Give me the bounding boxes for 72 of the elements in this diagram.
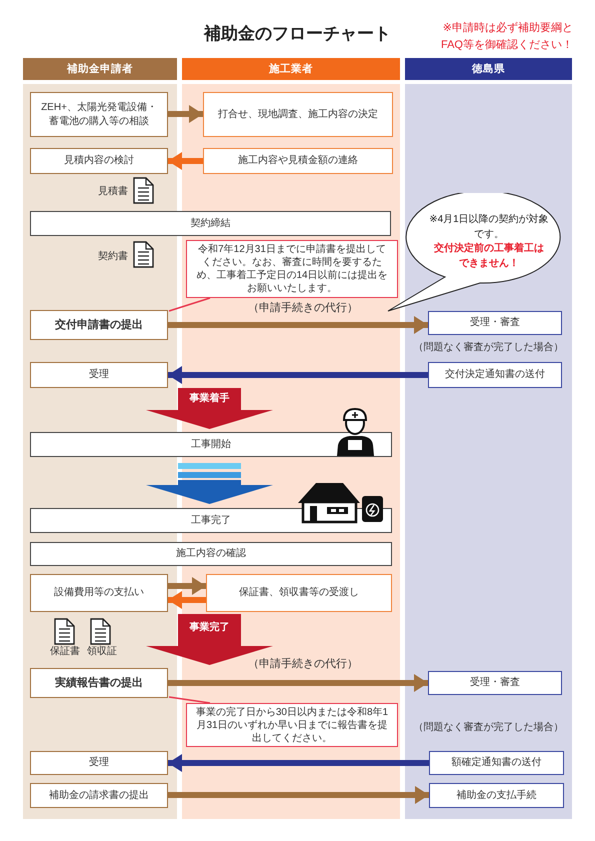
icon-caption: 保証書 bbox=[49, 646, 81, 658]
step-label: 設備費用等の支払い bbox=[54, 586, 144, 600]
arrow bbox=[168, 754, 429, 772]
process-box bbox=[30, 92, 168, 137]
process-box bbox=[30, 574, 168, 612]
step-label: 交付決定通知書の送付 bbox=[445, 368, 545, 382]
step-label: 施工内容の確認 bbox=[176, 547, 246, 561]
step-label: 補助金の支払手続 bbox=[456, 788, 536, 802]
note-text: 令和7年12月31日までに申請書を提出してください。なお、審査に時間を要するため、工事着工予定日の14日以前には提出をお願いいたします。 bbox=[195, 243, 389, 295]
process-box bbox=[429, 783, 564, 808]
process-box bbox=[30, 148, 168, 174]
arrow bbox=[168, 316, 428, 334]
step-label: 額確定通知書の送付 bbox=[452, 756, 542, 770]
process-box bbox=[428, 362, 562, 388]
step-label: 受理・審査 bbox=[470, 316, 520, 330]
step-label: 受理 bbox=[89, 756, 109, 770]
arrow-label: 事業着手 bbox=[188, 391, 230, 405]
notice-text: ※申請時は必ず補助要綱とFAQ等を御確認ください！ bbox=[440, 20, 573, 53]
condition-note: （問題なく審査が完了した場合） bbox=[412, 342, 564, 354]
edge-label: （申請手続きの代行） bbox=[247, 657, 359, 671]
arrow bbox=[168, 674, 428, 692]
process-box bbox=[30, 668, 168, 698]
process-box bbox=[203, 92, 393, 137]
arrow bbox=[168, 152, 203, 170]
arrow bbox=[168, 366, 428, 384]
process-box bbox=[30, 783, 168, 808]
lane-title: 徳島県 bbox=[472, 62, 505, 76]
lane-header bbox=[23, 58, 177, 80]
icon-caption: 契約書 bbox=[97, 251, 129, 263]
process-box bbox=[428, 671, 562, 695]
process-box bbox=[30, 542, 392, 566]
process-box bbox=[30, 751, 168, 775]
edge-label: （申請手続きの代行） bbox=[247, 301, 359, 315]
lane-title: 補助金申請者 bbox=[67, 62, 133, 76]
arrow bbox=[168, 577, 206, 595]
step-label: 工事完了 bbox=[191, 514, 231, 528]
arrow bbox=[168, 591, 206, 609]
icon-caption: 領収証 bbox=[86, 646, 118, 658]
step-label: ZEH+、太陽光発電設備・蓄電池の購入等の相談 bbox=[40, 101, 158, 128]
bubble-text: ※4月1日以降の契約が対象です。 bbox=[428, 213, 550, 242]
step-label: 保証書、領収書等の受渡し bbox=[239, 586, 359, 600]
step-label: 見積内容の検討 bbox=[64, 154, 134, 168]
note-box bbox=[186, 240, 398, 298]
arrow bbox=[168, 105, 203, 123]
lane-header bbox=[182, 58, 400, 80]
icon-caption: 見積書 bbox=[97, 186, 129, 198]
process-box bbox=[206, 574, 392, 612]
step-label: 契約締結 bbox=[190, 216, 230, 230]
step-label: 交付申請書の提出 bbox=[55, 318, 143, 332]
step-label: 工事開始 bbox=[191, 438, 231, 452]
process-box bbox=[30, 211, 391, 236]
process-box bbox=[30, 362, 168, 388]
title: 補助金のフローチャート bbox=[202, 23, 392, 45]
step-label: 受理 bbox=[89, 368, 109, 382]
step-label: 施工内容や見積金額の連絡 bbox=[238, 154, 358, 168]
lane-header bbox=[405, 58, 572, 80]
step-label: 実績報告書の提出 bbox=[55, 676, 143, 690]
process-box bbox=[428, 311, 562, 335]
lane-title: 施工業者 bbox=[269, 62, 313, 76]
note-box bbox=[186, 703, 398, 747]
step-label: 受理・審査 bbox=[470, 676, 520, 690]
condition-note: （問題なく審査が完了した場合） bbox=[412, 722, 564, 734]
bubble-text: 交付決定前の工事着工はできません！ bbox=[433, 242, 545, 270]
process-box bbox=[203, 148, 393, 174]
process-box bbox=[429, 751, 564, 775]
step-label: 打合せ、現地調査、施工内容の決定 bbox=[218, 108, 378, 122]
step-label: 補助金の請求書の提出 bbox=[49, 788, 149, 802]
note-text: 事業の完了日から30日以内または令和8年1月31日のいずれか早い日までに報告書を提出してください。 bbox=[195, 706, 389, 744]
arrow bbox=[168, 786, 429, 804]
arrow-label: 事業完了 bbox=[188, 620, 230, 634]
process-box bbox=[30, 432, 392, 457]
process-box bbox=[30, 310, 168, 340]
